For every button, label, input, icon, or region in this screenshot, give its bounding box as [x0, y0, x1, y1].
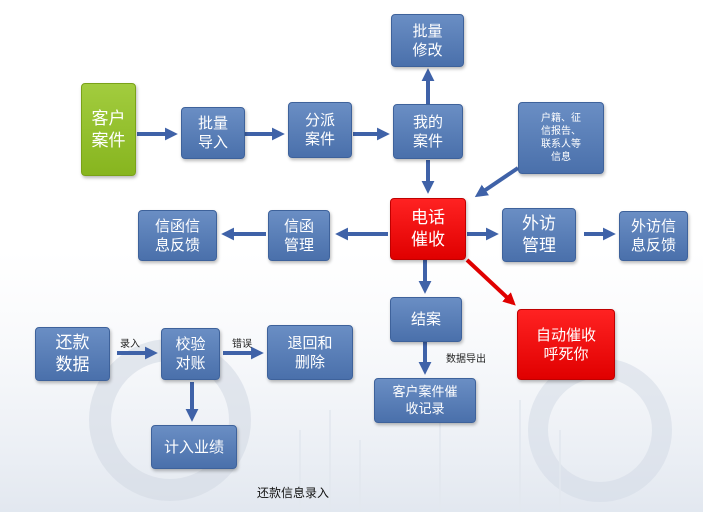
edge-label-entry: 录入	[120, 339, 140, 350]
arrow-info-to-phone	[474, 166, 520, 198]
node-visit-feedback: 外访信 息反馈	[619, 211, 688, 261]
node-customer-case: 客户 案件	[81, 83, 136, 176]
node-return-delete: 退回和 删除	[267, 325, 353, 380]
node-batch-modify: 批量 修改	[391, 14, 464, 67]
node-collection-record: 客户案件催 收记录	[374, 378, 476, 423]
node-performance: 计入业绩	[151, 425, 237, 469]
node-letter-feedback: 信函信 息反馈	[138, 210, 217, 261]
node-visit-management: 外访 管理	[502, 208, 576, 262]
node-household-credit-contact-info: 户籍、征 信报告、 联系人等 信息	[518, 102, 604, 174]
arrow-phone-to-auto	[465, 258, 516, 306]
node-verify-reconcile: 校验 对账	[161, 328, 220, 380]
edge-label-error: 错误	[232, 339, 252, 350]
node-close-case: 结案	[390, 297, 462, 342]
node-repayment-data: 还款 数据	[35, 327, 110, 381]
node-my-cases: 我的 案件	[393, 104, 463, 159]
node-letter-management: 信函 管理	[268, 210, 330, 261]
node-dispatch-case: 分派 案件	[288, 102, 352, 158]
node-auto-collection: 自动催收 呼死你	[517, 309, 615, 380]
edge-label-data-export: 数据导出	[446, 354, 486, 365]
caption-repayment-entry: 还款信息录入	[257, 486, 330, 500]
node-phone-collection: 电话 催收	[390, 198, 466, 260]
building-silhouettes	[299, 400, 561, 512]
node-batch-import: 批量 导入	[181, 107, 245, 159]
